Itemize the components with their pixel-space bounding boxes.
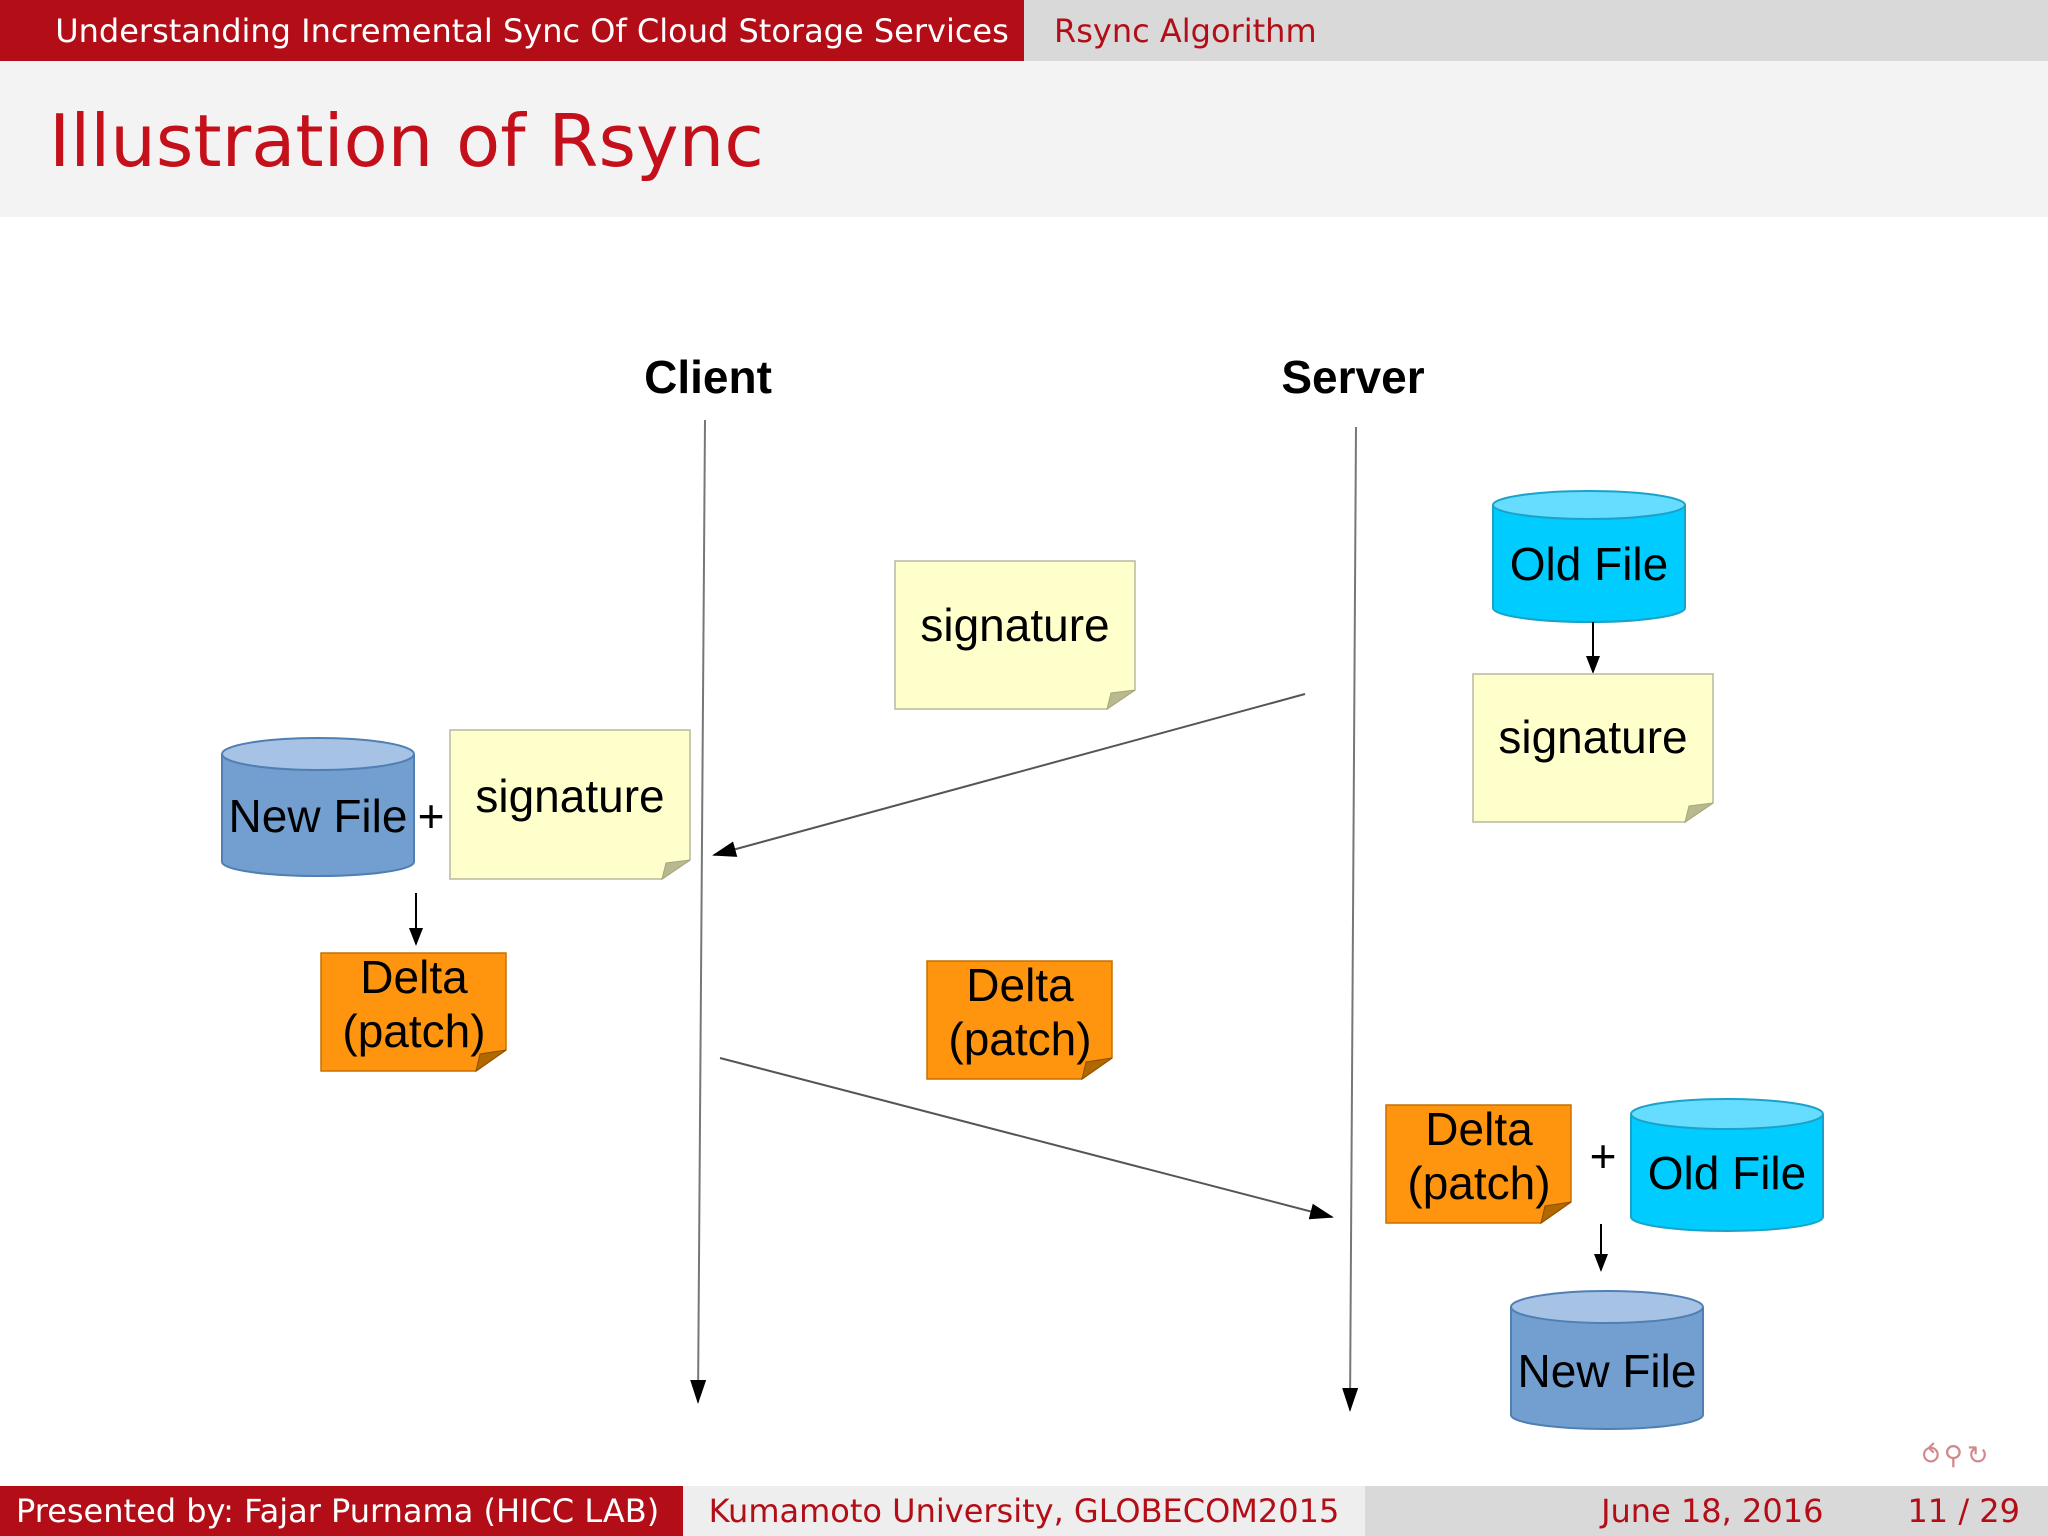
delta-transfer-arrow — [719, 1057, 1334, 1220]
server-timeline — [1342, 426, 1359, 1412]
client-delta-line1: Delta — [360, 951, 468, 1003]
transfer-signature-label: signature — [920, 599, 1109, 651]
client-new-file-cylinder: New File — [221, 737, 415, 877]
beamer-navigation-icons[interactable]: ⥀⚲↻ — [1922, 1441, 1993, 1471]
server-new-file-label: New File — [1518, 1345, 1697, 1397]
client-timeline — [690, 419, 707, 1404]
footer-date: June 18, 2016 — [1601, 1492, 1824, 1530]
footer-page-number: 11 / 29 — [1907, 1492, 2020, 1530]
slide-title: Illustration of Rsync — [49, 99, 764, 183]
server-old-file-2-label: Old File — [1648, 1147, 1806, 1199]
transfer-delta-note: Delta (patch) — [926, 959, 1113, 1081]
server-label: Server — [1281, 351, 1424, 403]
server-old-file-2-cylinder: Old File — [1630, 1098, 1824, 1232]
footer-presenter: Presented by: Fajar Purnama (HICC LAB) — [0, 1486, 683, 1536]
footer-date-page: June 18, 2016 11 / 29 — [1365, 1486, 2048, 1536]
server-delta-line2: (patch) — [1407, 1157, 1550, 1209]
transfer-delta-line1: Delta — [966, 959, 1074, 1011]
header-bar: Understanding Incremental Sync Of Cloud … — [0, 0, 2048, 61]
title-band: Illustration of Rsync — [0, 61, 2048, 217]
transfer-signature-note: signature — [894, 560, 1136, 711]
server-plus-sign: + — [1590, 1130, 1617, 1182]
footer-bar: Presented by: Fajar Purnama (HICC LAB) K… — [0, 1486, 2048, 1536]
server-signature-label: signature — [1498, 711, 1687, 763]
signature-transfer-arrow — [712, 693, 1306, 857]
subsection-title[interactable]: Rsync Algorithm — [1024, 0, 2048, 61]
footer-venue: Kumamoto University, GLOBECOM2015 — [683, 1486, 1365, 1536]
client-delta-note: Delta (patch) — [320, 951, 507, 1073]
server-old-file-cylinder: Old File — [1492, 490, 1686, 623]
client-delta-line2: (patch) — [342, 1005, 485, 1057]
server-delta-note: Delta (patch) — [1385, 1103, 1572, 1225]
client-plus-sign: + — [418, 790, 445, 842]
transfer-delta-line2: (patch) — [948, 1013, 1091, 1065]
client-new-file-label: New File — [229, 790, 408, 842]
server-old-file-label: Old File — [1510, 538, 1668, 590]
section-title[interactable]: Understanding Incremental Sync Of Cloud … — [0, 0, 1024, 61]
client-signature-note: signature — [449, 729, 691, 881]
client-label: Client — [644, 351, 772, 403]
server-delta-line1: Delta — [1425, 1103, 1533, 1155]
client-signature-label: signature — [475, 770, 664, 822]
server-signature-note: signature — [1472, 673, 1714, 824]
server-new-file-cylinder: New File — [1510, 1290, 1704, 1430]
